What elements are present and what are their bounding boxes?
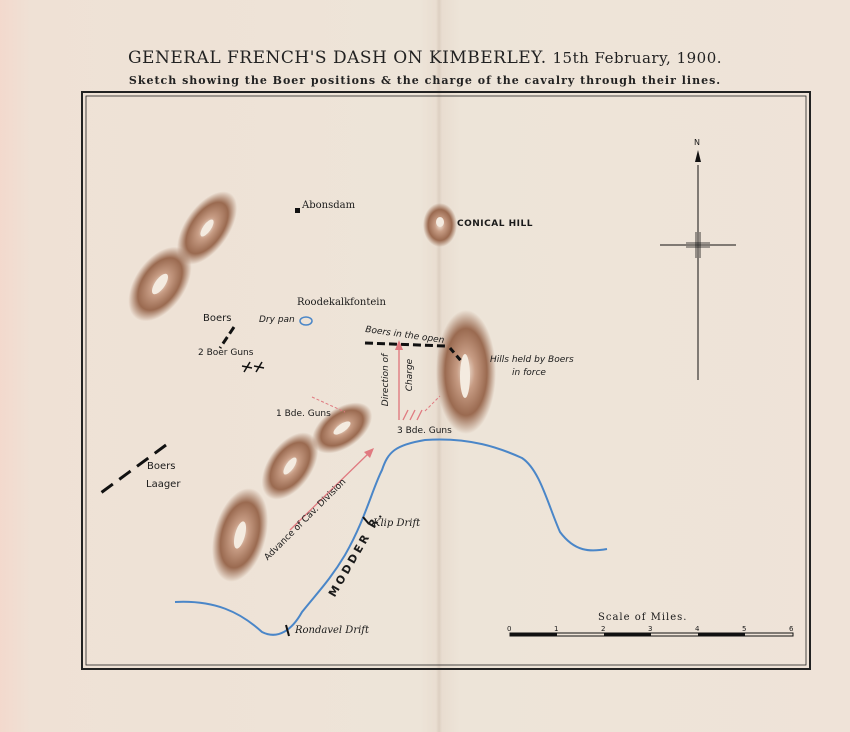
scale-tick: 2 [601,625,606,633]
outer-border [81,91,811,670]
label-boer-guns: 2 Boer Guns [198,348,254,358]
boers-on-hill-line [448,347,464,363]
label-klip-drift: Klip Drift [373,518,421,529]
label-abonsdam: Abonsdam [302,200,356,211]
label-conical-hill: CONICAL HILL [457,219,533,229]
label-direction-of: Direction of [381,353,392,407]
boers-position-line [218,326,236,349]
boer-guns-symbol [241,361,265,373]
compass-rose [660,150,736,380]
conical-hill [423,203,457,247]
inner-border [85,95,807,666]
hill-crest [233,521,247,549]
title-date: 15th February, 1900. [552,49,723,67]
label-rondavel-drift: Rondavel Drift [295,625,370,636]
label-dry-pan: Dry pan [259,315,295,325]
scale-tick: 4 [695,625,700,633]
guns-fire-arrows [311,395,441,413]
label-hills-held-2: in force [512,368,546,378]
hill-crest [460,354,470,398]
label-boers: Boers [203,313,232,324]
hill-crest [333,421,351,435]
modder-river [174,438,608,636]
scale-tick: 3 [648,625,653,633]
map-title: GENERAL FRENCH'S DASH ON KIMBERLEY. 15th… [0,48,850,68]
title-main: GENERAL FRENCH'S DASH ON KIMBERLEY. [127,48,547,68]
charge-arrow [395,340,403,420]
label-roodekalkfontein: Roodekalkfontein [297,297,386,308]
advance-arrow [289,448,374,531]
bde3-guns-symbol [402,409,423,421]
boers-laager-line [97,443,167,497]
abonsdam-marker [295,208,300,213]
label-bde1-guns: 1 Bde. Guns [276,409,331,419]
hill-crest [436,217,444,227]
hill-crest [283,457,297,475]
scale-tick: 5 [742,625,747,633]
label-charge: Charge [405,358,416,392]
hill-crest [200,219,214,237]
hill-group-southwest [211,402,373,582]
boers-in-open-line [364,341,446,348]
map-subtitle: Sketch showing the Boer positions & the … [128,74,722,87]
klip-drift-marker [362,516,370,525]
rondavel-drift-marker [285,624,290,637]
hills-held-by-boers [436,310,496,434]
hill-group-northwest [128,191,238,322]
label-bde3-guns: 3 Bde. Guns [397,426,452,436]
label-boers-laager-2: Laager [146,479,181,490]
scale-tick: 0 [507,625,512,633]
scale-title: Scale of Miles. [598,612,688,623]
label-hills-held-1: Hills held by Boers [490,355,574,365]
scale-tick: 6 [789,625,794,633]
hill-crest [151,273,169,295]
dry-pan-outline [299,316,313,326]
scale-bar [509,632,794,637]
scale-tick: 1 [554,625,559,633]
label-boers-laager-1: Boers [147,461,176,472]
label-north: N [694,138,700,147]
